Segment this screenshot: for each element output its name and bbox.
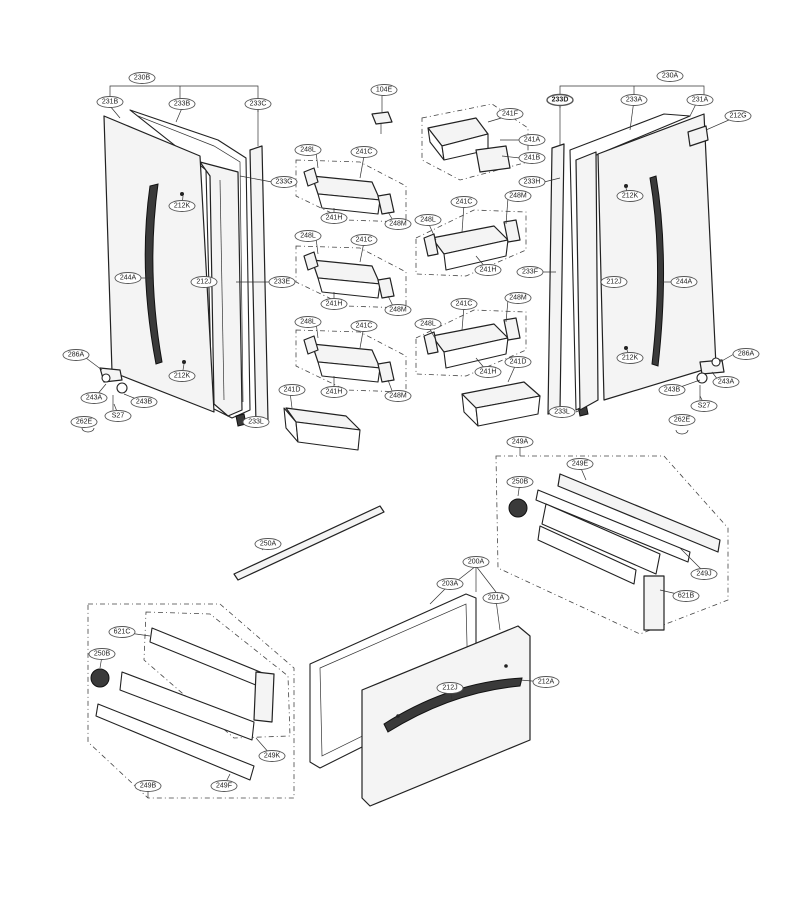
callout-249B: 249B	[140, 783, 157, 790]
callout-241D-right: 241D	[510, 359, 527, 366]
left-door-assembly	[81, 85, 269, 433]
callout-233D: 233D	[552, 97, 569, 104]
callout-233G: 233G	[275, 179, 292, 186]
callout-249E: 249E	[572, 461, 589, 468]
callout-621C: 621C	[114, 629, 131, 636]
callout-243A-right: 243A	[718, 379, 735, 386]
callout-233F: 233F	[522, 269, 538, 276]
callout-212A: 212A	[538, 679, 555, 686]
callout-212K-upper-left: 212K	[174, 203, 191, 210]
callout-231B: 231B	[102, 99, 119, 106]
callout-241C-1: 241C	[356, 149, 373, 156]
callout-286A-right: 286A	[738, 351, 755, 358]
callout-243B-left: 243B	[136, 399, 153, 406]
callout-241H-3: 241H	[326, 389, 343, 396]
callout-243A-left: 243A	[86, 395, 103, 402]
right-rail-assembly	[495, 455, 729, 635]
callout-231A: 231A	[692, 97, 709, 104]
callout-241C-4: 241C	[456, 199, 473, 206]
callout-104E: 104E	[376, 87, 393, 94]
callout-241H-5: 241H	[480, 369, 497, 376]
callout-212K-lower-left: 212K	[174, 373, 191, 380]
callout-241F: 241F	[502, 111, 518, 118]
callout-212J-drawer: 212J	[442, 685, 457, 692]
callout-248M-1: 248M	[389, 221, 407, 228]
callout-labels: 230B 231B 233B 233C 233G 212K 244A 212J …	[62, 70, 760, 792]
callout-230B: 230B	[134, 75, 151, 82]
callout-233H: 233H	[524, 179, 541, 186]
callout-S27-right: S27	[698, 403, 711, 410]
callout-S27-left: S27	[112, 413, 125, 420]
callout-262E-left: 262E	[76, 419, 93, 426]
left-rail-assembly	[87, 603, 295, 799]
callout-248M-2: 248M	[389, 307, 407, 314]
callout-248M-3: 248M	[389, 393, 407, 400]
callout-233L-left: 233L	[248, 419, 264, 426]
callout-201A: 201A	[488, 595, 505, 602]
callout-244A-right: 244A	[676, 279, 693, 286]
callout-250A: 250A	[260, 541, 277, 548]
callout-212G: 212G	[729, 113, 746, 120]
callout-212J-right: 212J	[606, 279, 621, 286]
right-door-assembly	[547, 85, 725, 435]
callout-621B: 621B	[678, 593, 695, 600]
callout-248L-5: 248L	[420, 321, 436, 328]
callout-244A-left: 244A	[120, 275, 137, 282]
callout-233B: 233B	[174, 101, 191, 108]
callout-241H-2: 241H	[326, 301, 343, 308]
callout-233L-right: 233L	[554, 409, 570, 416]
callout-248L-2: 248L	[300, 233, 316, 240]
callout-286A-left: 286A	[68, 352, 85, 359]
callout-249J: 249J	[696, 571, 711, 578]
callout-249F: 249F	[216, 783, 232, 790]
callout-212K-upper-right: 212K	[622, 193, 639, 200]
callout-233A: 233A	[626, 97, 643, 104]
callout-249A: 249A	[512, 439, 529, 446]
callout-262E-right: 262E	[674, 417, 691, 424]
callout-241C-5: 241C	[456, 301, 473, 308]
callout-243B-right: 243B	[664, 387, 681, 394]
callout-241H-4: 241H	[480, 267, 497, 274]
callout-203A: 203A	[442, 581, 459, 588]
callout-249K: 249K	[264, 753, 281, 760]
callout-200A: 200A	[468, 559, 485, 566]
callout-241B: 241B	[524, 155, 541, 162]
drawer-divider-rail	[233, 505, 385, 581]
callout-212J-left: 212J	[196, 279, 211, 286]
callout-241C-2: 241C	[356, 237, 373, 244]
left-door-baskets	[283, 111, 407, 451]
callout-241C-3: 241C	[356, 323, 373, 330]
callout-241A: 241A	[524, 137, 541, 144]
callout-230A: 230A	[662, 73, 679, 80]
callout-241D-left: 241D	[284, 387, 301, 394]
callout-241H-1: 241H	[326, 215, 343, 222]
callout-233E: 233E	[274, 279, 291, 286]
callout-233C: 233C	[250, 101, 267, 108]
right-door-baskets	[415, 103, 589, 427]
callout-250B-right: 250B	[512, 479, 529, 486]
callout-250B-left: 250B	[94, 651, 111, 658]
callout-248L-1: 248L	[300, 147, 316, 154]
callout-248L-4: 248L	[420, 217, 436, 224]
callout-248L-3: 248L	[300, 319, 316, 326]
callout-248M-4: 248M	[509, 193, 527, 200]
callout-212K-lower-right: 212K	[622, 355, 639, 362]
callout-248M-5: 248M	[509, 295, 527, 302]
